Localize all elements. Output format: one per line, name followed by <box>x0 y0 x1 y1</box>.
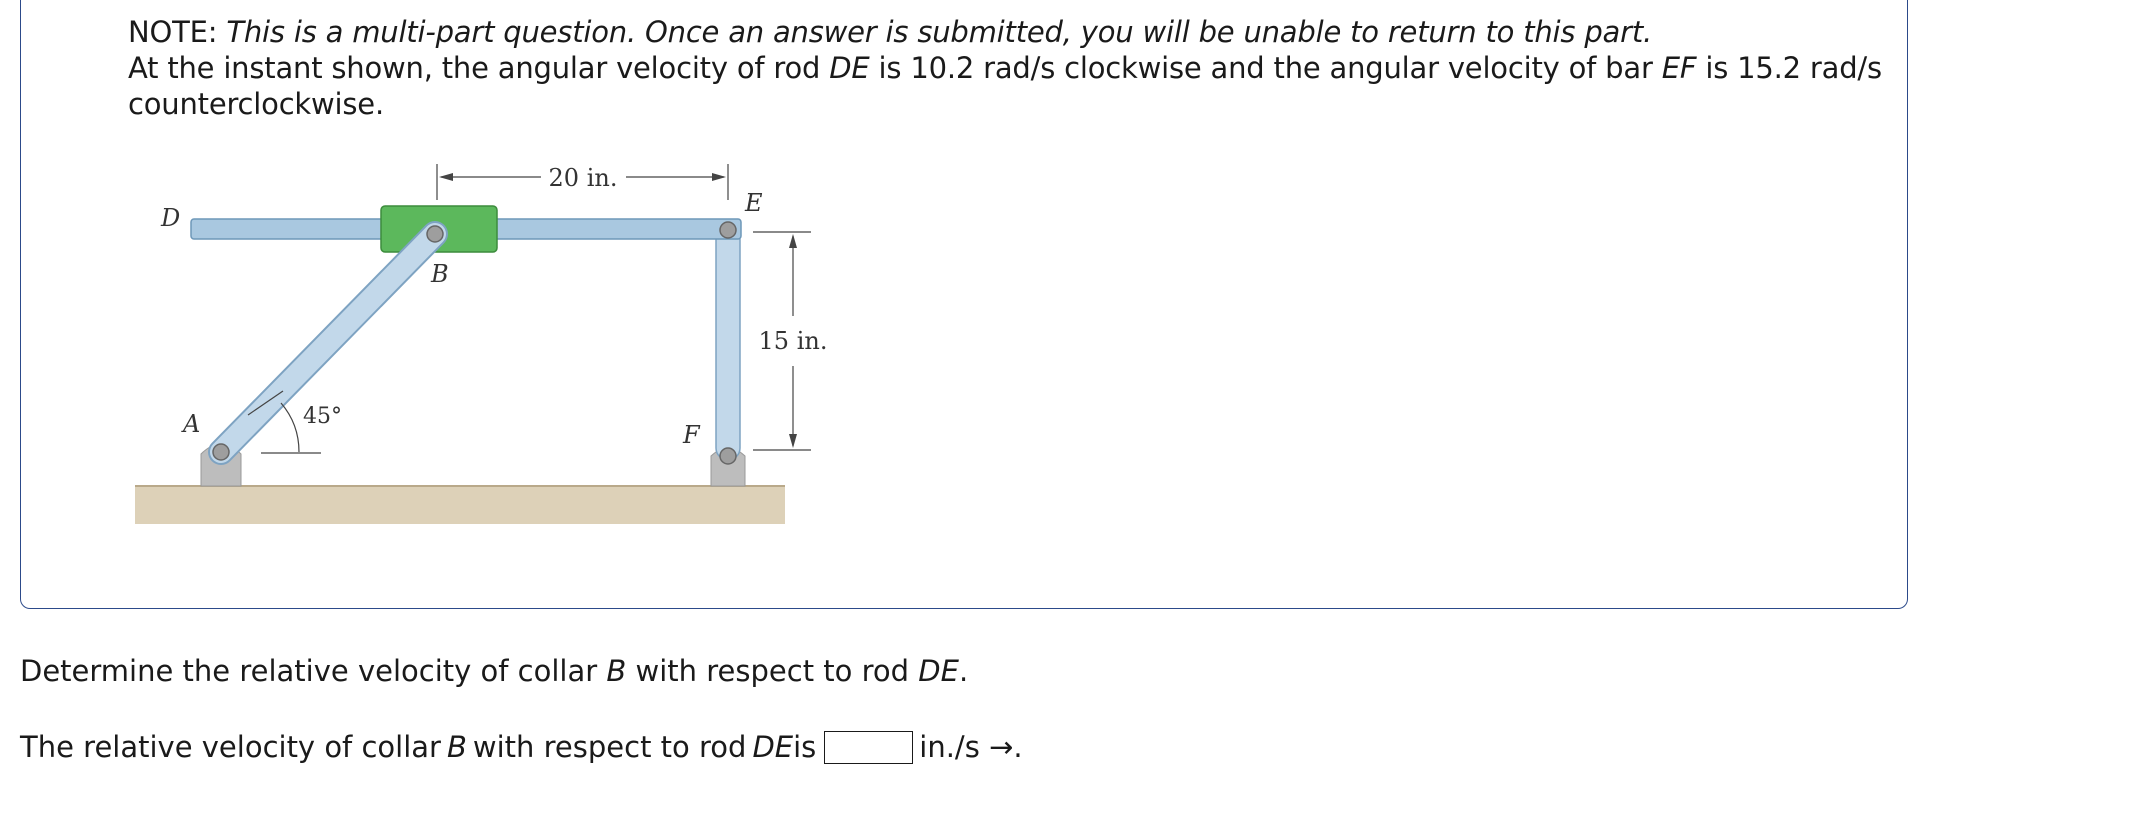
pin-f <box>719 447 737 465</box>
angle-ext-line <box>247 390 284 416</box>
dim-15-arrow-bottom <box>789 434 797 448</box>
rod-ab-fill <box>210 223 446 463</box>
note-italic: This is a multi-part question. Once an a… <box>226 15 1653 49</box>
q1-collar-var: B <box>606 654 627 688</box>
given-text-b: is 10.2 rad/s clockwise and the angular … <box>869 51 1662 85</box>
unit-label: in./s →. <box>919 730 1023 764</box>
angle-label: 45° <box>303 404 342 429</box>
q1-text-c: with respect to rod <box>626 654 919 688</box>
rod-de-var: DE <box>829 51 870 85</box>
dim-20-arrow-left <box>439 173 453 181</box>
note-line: NOTE: This is a multi-part question. Onc… <box>128 14 1898 50</box>
given-text-a: At the instant shown, the angular veloci… <box>128 51 830 85</box>
dim-20-arrow-right <box>712 173 726 181</box>
label-a: A <box>181 410 200 438</box>
ground <box>135 486 785 524</box>
q1-text-e: . <box>958 654 969 688</box>
bar-ef-var: EF <box>1661 51 1697 85</box>
given-text-c: is 15.2 rad/s counterclockwise. <box>128 51 1882 121</box>
q2-text-a: The relative velocity of collar <box>20 730 441 764</box>
q2-text-e: is <box>793 730 817 764</box>
given-line: At the instant shown, the angular veloci… <box>128 50 1898 122</box>
note-box: NOTE: This is a multi-part question. Onc… <box>20 0 1908 609</box>
velocity-answer-input[interactable] <box>824 730 914 764</box>
q1-text-a: Determine the relative velocity of colla… <box>20 654 607 688</box>
mechanism-figure: 20 in. 15 in. 45° D E B A F <box>135 164 828 524</box>
dim-20-label: 20 in. <box>549 164 618 192</box>
angle-arc <box>280 402 300 453</box>
q2-text-c: with respect to rod <box>472 730 747 764</box>
label-e: E <box>744 189 763 217</box>
pin-b <box>426 225 444 243</box>
label-b: B <box>430 260 449 288</box>
label-f: F <box>682 421 701 449</box>
rod-ef <box>715 227 741 461</box>
q1-rod-var: DE <box>918 654 959 688</box>
q2-collar-var: B <box>446 730 467 764</box>
dim-15-label: 15 in. <box>759 327 828 355</box>
problem-statement: NOTE: This is a multi-part question. Onc… <box>128 14 1898 122</box>
dim-15-arrow-top <box>789 234 797 248</box>
question-prompt: Determine the relative velocity of colla… <box>20 653 968 689</box>
answer-line: The relative velocity of collar B with r… <box>20 729 1023 765</box>
pin-a <box>212 443 230 461</box>
label-d: D <box>160 204 180 232</box>
pin-e <box>719 221 737 239</box>
q2-rod-var: DE <box>752 730 794 764</box>
note-prefix: NOTE: <box>128 15 227 49</box>
